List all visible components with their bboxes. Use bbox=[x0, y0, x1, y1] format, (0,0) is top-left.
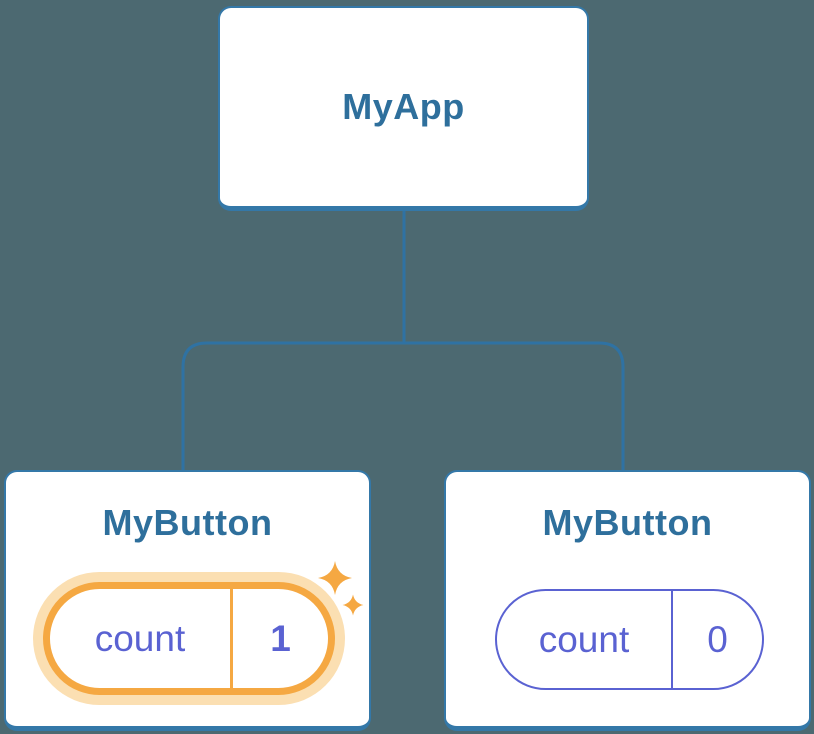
pill-divider bbox=[671, 591, 673, 688]
node-myapp: MyApp bbox=[218, 6, 589, 211]
state-name: count bbox=[538, 618, 630, 660]
node-label: MyButton bbox=[102, 502, 273, 543]
state-value: 0 bbox=[707, 618, 728, 660]
node-mybutton-plain: MyButton count 0 bbox=[444, 470, 811, 731]
sparkle-icon bbox=[318, 561, 364, 616]
connector-branch bbox=[181, 341, 625, 472]
state-pill: count 0 bbox=[495, 589, 764, 690]
node-label: MyApp bbox=[342, 86, 465, 127]
node-mybutton-highlighted: MyButton count 1 bbox=[4, 470, 371, 731]
state-value: 1 bbox=[270, 617, 291, 659]
state-pill-highlighted: count 1 bbox=[43, 582, 335, 695]
node-label: MyButton bbox=[542, 502, 713, 543]
state-name: count bbox=[94, 617, 186, 659]
pill-divider bbox=[230, 589, 233, 688]
